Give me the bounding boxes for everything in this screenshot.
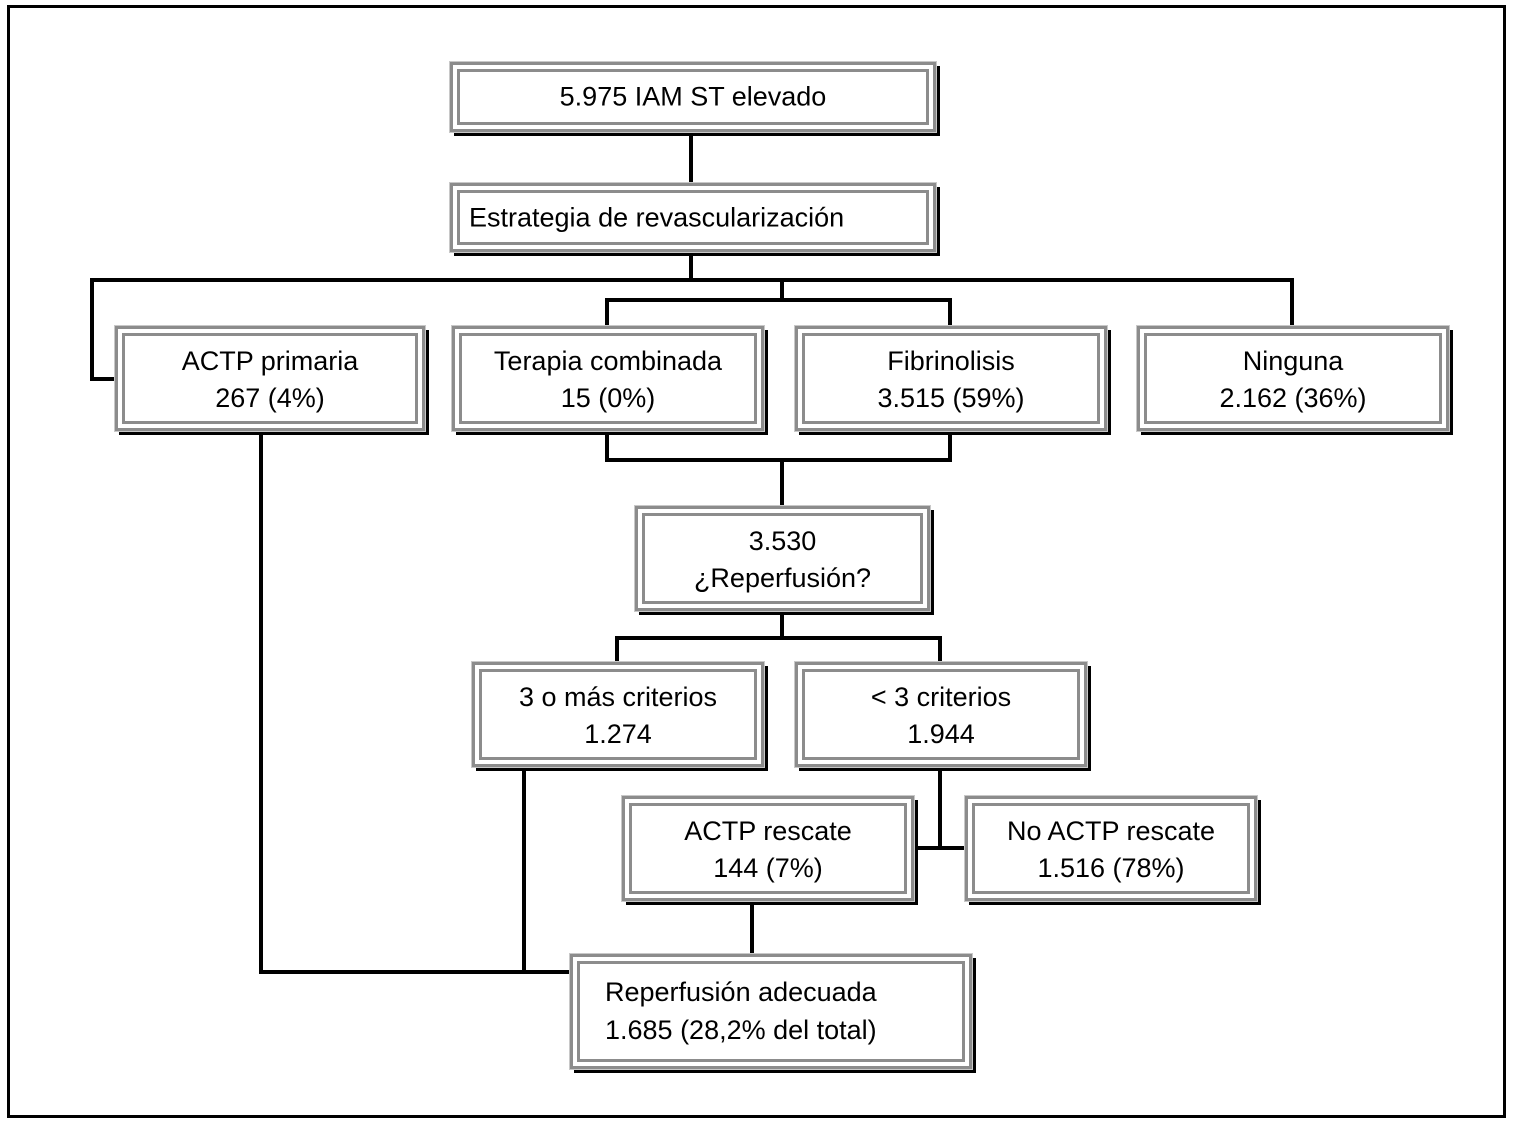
actp-rescate-node: ACTP rescate 144 (7%) [621,795,915,902]
ninguna-value: 2.162 (36%) [1219,383,1367,413]
reperfusion-question-label: ¿Reperfusión? [693,563,872,593]
actp-rescate-label: ACTP rescate [684,816,852,846]
no-actp-rescate-value: 1.516 (78%) [1037,853,1185,883]
fibrinolisis-label: Fibrinolisis [887,346,1015,376]
tres-o-mas-criterios-node: 3 o más criterios 1.274 [471,661,765,768]
no-actp-rescate-node: No ACTP rescate 1.516 (78%) [964,795,1258,902]
reperfusion-adecuada-value: 1.685 (28,2% del total) [605,1015,877,1045]
root-node-label: 5.975 IAM ST elevado [559,81,827,112]
tres-o-mas-criterios-value: 1.274 [584,719,652,749]
tres-o-mas-criterios-label: 3 o más criterios [518,682,718,712]
menos-tres-criterios-label: < 3 criterios [870,682,1012,712]
fibrinolisis-node: Fibrinolisis 3.515 (59%) [794,325,1108,432]
menos-tres-criterios-value: 1.944 [907,719,975,749]
reperfusion-question-node: 3.530 ¿Reperfusión? [634,505,931,612]
diagram-frame [7,5,1506,1118]
no-actp-rescate-label: No ACTP rescate [1006,816,1216,846]
actp-rescate-value: 144 (7%) [713,853,823,883]
strategy-node: Estrategia de revascularización [449,182,937,253]
fibrinolisis-value: 3.515 (59%) [877,383,1025,413]
actp-primaria-node: ACTP primaria 267 (4%) [114,325,426,432]
strategy-node-label: Estrategia de revascularización [469,202,845,232]
reperfusion-adecuada-node: Reperfusión adecuada 1.685 (28,2% del to… [569,953,973,1070]
menos-tres-criterios-node: < 3 criterios 1.944 [794,661,1088,768]
ninguna-node: Ninguna 2.162 (36%) [1136,325,1450,432]
actp-primaria-value: 267 (4%) [215,383,325,413]
reperfusion-question-count: 3.530 [748,526,817,556]
root-node: 5.975 IAM ST elevado [449,61,937,133]
terapia-combinada-value: 15 (0%) [560,383,656,413]
terapia-combinada-label: Terapia combinada [493,346,723,376]
terapia-combinada-node: Terapia combinada 15 (0%) [451,325,765,432]
reperfusion-adecuada-label: Reperfusión adecuada [605,977,877,1007]
actp-primaria-label: ACTP primaria [181,346,359,376]
ninguna-label: Ninguna [1242,346,1344,376]
